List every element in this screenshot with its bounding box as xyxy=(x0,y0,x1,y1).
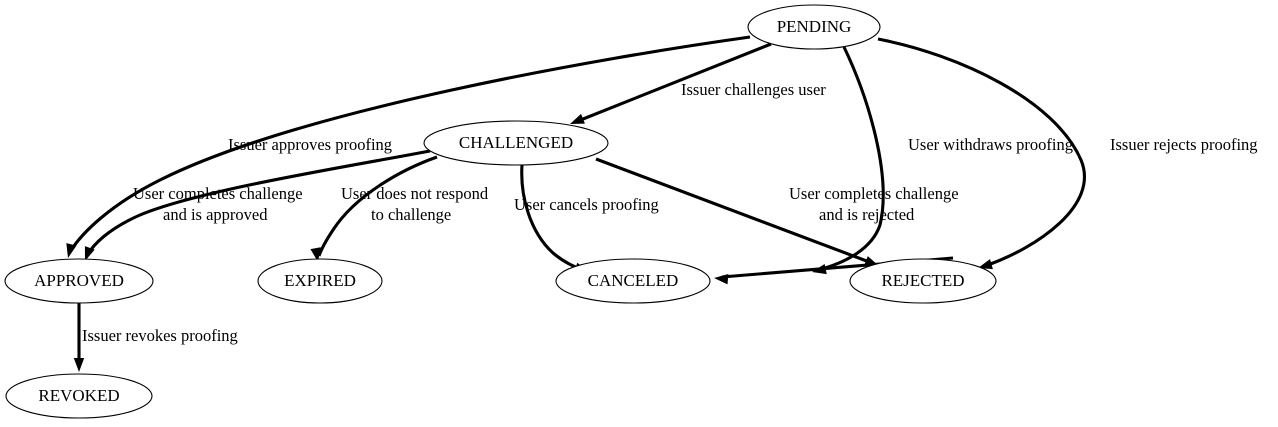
node-ellipse[interactable] xyxy=(747,4,881,50)
arrowhead-icon xyxy=(84,246,95,261)
edge-label-approved-revoked: Issuer revokes proofing xyxy=(82,326,238,345)
edge-pending-rejected xyxy=(877,37,1086,270)
edge-label-pending-challenged: Issuer challenges user xyxy=(681,80,826,99)
edge-challenged-canceled xyxy=(520,164,589,273)
edge-line xyxy=(68,35,751,253)
node-ellipse[interactable] xyxy=(423,120,609,166)
state-node-expired[interactable]: EXPIRED xyxy=(257,258,383,304)
edge-line xyxy=(595,157,873,265)
edge-pending-approved xyxy=(66,35,751,258)
node-label-pending: PENDING xyxy=(777,17,852,36)
edge-line xyxy=(577,42,772,123)
edge-line xyxy=(520,164,584,272)
arrowhead-icon xyxy=(73,358,85,372)
state-node-approved[interactable]: APPROVED xyxy=(4,258,154,304)
edge-label-pending-approved: Issuer approves proofing xyxy=(228,135,392,154)
node-label-rejected: REJECTED xyxy=(881,271,964,290)
edge-labels-layer: Issuer approves proofing Issuer challenge… xyxy=(82,80,1258,345)
node-ellipse[interactable] xyxy=(555,258,711,304)
edge-challenged-expired xyxy=(310,155,438,262)
state-node-revoked[interactable]: REVOKED xyxy=(5,373,153,419)
node-ellipse[interactable] xyxy=(4,258,154,304)
node-label-canceled: CANCELED xyxy=(588,271,679,290)
edge-pending-challenged xyxy=(570,42,772,124)
edge-line xyxy=(877,37,1086,268)
state-node-canceled[interactable]: CANCELED xyxy=(555,258,711,304)
edge-label-pending-rejected: Issuer rejects proofing xyxy=(1110,135,1258,154)
node-label-expired: EXPIRED xyxy=(284,271,356,290)
edge-challenged-approved xyxy=(84,149,431,261)
node-ellipse[interactable] xyxy=(849,258,997,304)
node-label-challenged: CHALLENGED xyxy=(459,133,573,152)
node-ellipse[interactable] xyxy=(257,258,383,304)
nodes-layer: PENDING CHALLENGED APPROVED EXPIRED CANCELED… xyxy=(4,4,997,419)
arrowhead-icon xyxy=(714,274,729,285)
arrowhead-icon xyxy=(66,243,77,258)
state-node-pending[interactable]: PENDING xyxy=(747,4,881,50)
node-label-revoked: REVOKED xyxy=(38,386,119,405)
edge-label-challenged-canceled: User cancels proofing xyxy=(514,195,659,214)
state-node-challenged[interactable]: CHALLENGED xyxy=(423,120,609,166)
edges-layer xyxy=(66,35,1086,372)
edge-line xyxy=(85,149,431,257)
edge-label-pending-canceled: User withdraws proofing xyxy=(908,135,1073,154)
node-label-approved: APPROVED xyxy=(34,271,124,290)
state-node-rejected[interactable]: REJECTED xyxy=(849,258,997,304)
arrowhead-icon xyxy=(978,259,993,270)
arrowhead-icon xyxy=(570,113,585,124)
arrowhead-icon xyxy=(310,247,321,262)
edge-line xyxy=(317,155,438,257)
edge-line xyxy=(817,46,885,272)
node-ellipse[interactable] xyxy=(5,373,153,419)
edge-approved-revoked xyxy=(73,303,85,372)
